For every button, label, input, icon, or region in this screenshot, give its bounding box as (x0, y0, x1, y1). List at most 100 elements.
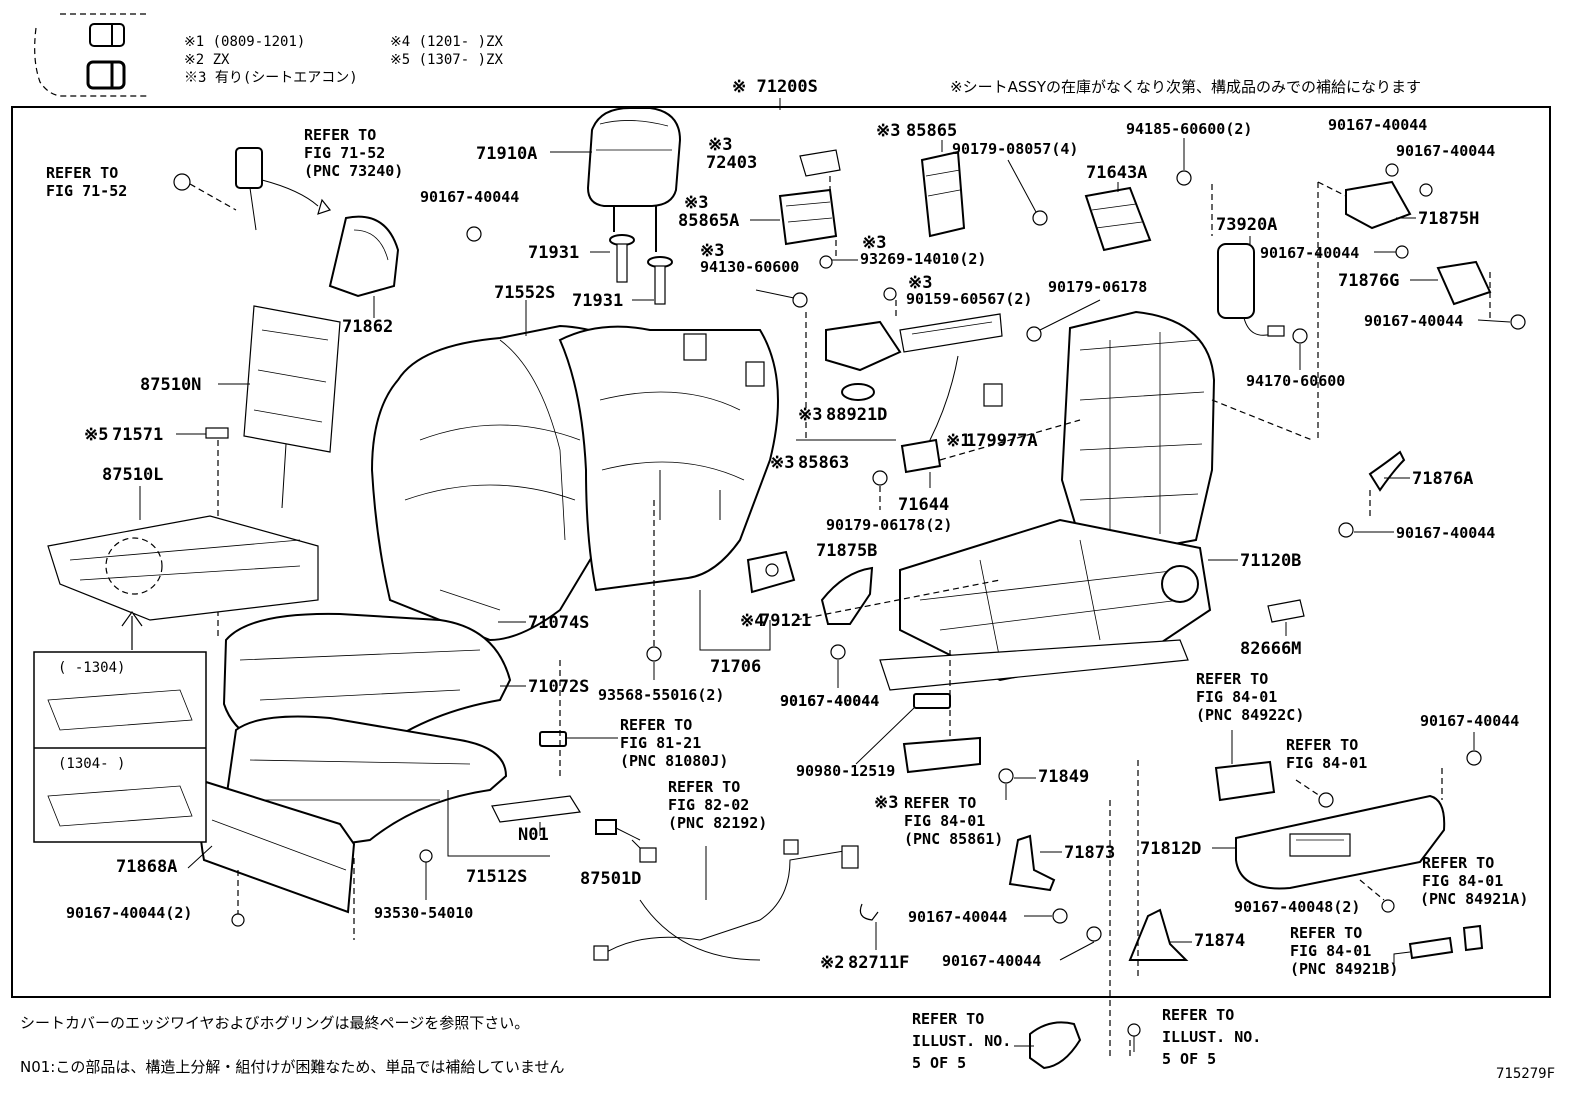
seat-belt-buckle (173, 147, 332, 231)
inset-label-before: ( -1304) (58, 660, 125, 676)
part-90167-40044-71812D: 90167-40044 (1420, 712, 1519, 730)
mark-5: ※5 (84, 425, 108, 445)
clip-93568 (646, 500, 662, 680)
refer-fig-84-01-84921B-line1: REFER TO (1290, 924, 1362, 942)
mark-4: ※4 (740, 611, 764, 631)
refer-illust-left-line2: ILLUST. NO. (912, 1032, 1011, 1050)
refer-fig-84-01-85861-line3: (PNC 85861) (904, 830, 1003, 848)
part-82666M-shape (1267, 599, 1305, 636)
refer-fig-82-02-line2: FIG 82-02 (668, 796, 749, 814)
part-72403: 72403 (706, 153, 757, 173)
part-87510L: 87510L (102, 465, 163, 485)
inset-label-after: (1304- ) (58, 756, 125, 772)
bolt-71849 (998, 768, 1036, 800)
knob-84921A (1462, 924, 1484, 952)
refer-fig-71-52-a-line1: REFER TO (46, 164, 118, 182)
switch-84922C (1214, 730, 1276, 802)
assembly-label: ※ 71200S (732, 77, 818, 97)
headrest (550, 107, 682, 252)
part-88921D: 88921D (826, 405, 887, 425)
refer-fig-84-01-84921B-line3: (PNC 84921B) (1290, 960, 1398, 978)
part-71072S: 71072S (528, 677, 589, 697)
part-90167-40044-rt1: 90167-40044 (1328, 116, 1427, 134)
part-94130-60600: 94130-60600 (700, 258, 799, 276)
top-center-parts (750, 149, 858, 308)
part-71874: 71874 (1194, 931, 1245, 951)
part-90167-40044-71874: 90167-40044 (942, 952, 1041, 970)
refer-fig-82-02-line3: (PNC 82192) (668, 814, 767, 832)
side-shield-71812D (1212, 732, 1482, 890)
part-71643A: 71643A (1086, 163, 1147, 183)
refer-fig-71-52-b-line1: REFER TO (304, 126, 376, 144)
refer-fig-84-01-84922C-line1: REFER TO (1196, 670, 1268, 688)
part-79121: 79121 (760, 611, 811, 631)
refer-illust-right-line2: ILLUST. NO. (1162, 1028, 1261, 1046)
ecu-85861 (855, 650, 981, 774)
part-71931-left: 71931 (528, 243, 579, 263)
mark-3-85865A: ※3 (684, 193, 708, 213)
legend-note-2: ※2 ZX (184, 52, 230, 68)
refer-fig-84-01-84921A-line1: REFER TO (1422, 854, 1494, 872)
part-71876A: 71876A (1412, 469, 1473, 489)
seatback-straps (659, 470, 771, 651)
part-90167-40044-2: 90167-40044(2) (66, 904, 192, 922)
part-93568-55016: 93568-55016(2) (598, 686, 724, 704)
refer-fig-82-02-line1: REFER TO (668, 778, 740, 796)
part-71931-right: 71931 (572, 291, 623, 311)
refer-fig-84-01-84921A-line2: FIG 84-01 (1422, 872, 1503, 890)
part-71812D: 71812D (1140, 839, 1201, 859)
harness-179977A (872, 299, 1101, 510)
refer-fig-84-01-line2: FIG 84-01 (1286, 754, 1367, 772)
part-179977A: 179977A (966, 431, 1038, 451)
illust-ref-left (1014, 1021, 1082, 1070)
part-90980-12519: 90980-12519 (796, 762, 895, 780)
part-79121-shape (746, 550, 796, 594)
bracket-71873 (1008, 834, 1068, 924)
cover-71875B (820, 566, 874, 688)
part-90159-60567: 90159-60567(2) (906, 290, 1032, 308)
diagram-frame (11, 106, 1551, 998)
part-94185-60600: 94185-60600(2) (1126, 120, 1252, 138)
part-71512S: 71512S (466, 867, 527, 887)
part-85865A: 85865A (678, 211, 739, 231)
part-71706: 71706 (710, 657, 761, 677)
refer-fig-84-01-84921B-line2: FIG 84-01 (1290, 942, 1371, 960)
heater-mat-cushion (47, 486, 319, 621)
part-82711F: 82711F (848, 953, 909, 973)
part-90167-40044-rt4: 90167-40044 (1364, 312, 1463, 330)
legend-note-4: ※4 (1201- )ZX (390, 34, 503, 50)
part-87501D: 87501D (580, 869, 641, 889)
mark-3-ref-85861: ※3 (874, 793, 898, 813)
refer-fig-84-01-85861-line2: FIG 84-01 (904, 812, 985, 830)
refer-fig-84-01-84922C-line3: (PNC 84922C) (1196, 706, 1304, 724)
part-71571: 71571 (112, 425, 163, 445)
part-94170-60600: 94170-60600 (1246, 372, 1345, 390)
supply-note: ※シートASSYの在庫がなくなり次第、構成品のみでの補給になります (950, 78, 1421, 96)
part-71120B: 71120B (1240, 551, 1301, 571)
recliner-cover-71862 (328, 215, 482, 318)
part-90167-40044-top-left: 90167-40044 (420, 188, 519, 206)
part-73920A: 73920A (1216, 215, 1277, 235)
refer-illust-left-line3: 5 OF 5 (912, 1054, 966, 1072)
part-82666M: 82666M (1240, 639, 1301, 659)
legend-note-5: ※5 (1307- )ZX (390, 52, 503, 68)
part-93530-54010: 93530-54010 (374, 904, 473, 922)
mark-3-90159: ※3 (908, 273, 932, 293)
part-71868A: 71868A (116, 857, 177, 877)
mark-3-72403: ※3 (708, 135, 732, 155)
part-85863: 85863 (798, 453, 849, 473)
inset-variants (33, 610, 207, 843)
part-90179-06178: 90179-06178 (1048, 278, 1147, 296)
part-71875B: 71875B (816, 541, 877, 561)
heater-mat-back (218, 305, 341, 509)
refer-fig-81-21-line1: REFER TO (620, 716, 692, 734)
refer-fig-71-52-a-line2: FIG 71-52 (46, 182, 127, 200)
seat-frame-71120B (879, 310, 1313, 691)
part-71875H: 71875H (1418, 209, 1479, 229)
nut-fig-84-01 (1295, 779, 1334, 808)
guide-lines (559, 579, 1139, 1060)
lever-71876A (1338, 450, 1410, 538)
refer-fig-81-21-line3: (PNC 81080J) (620, 752, 728, 770)
part-71862: 71862 (342, 317, 393, 337)
